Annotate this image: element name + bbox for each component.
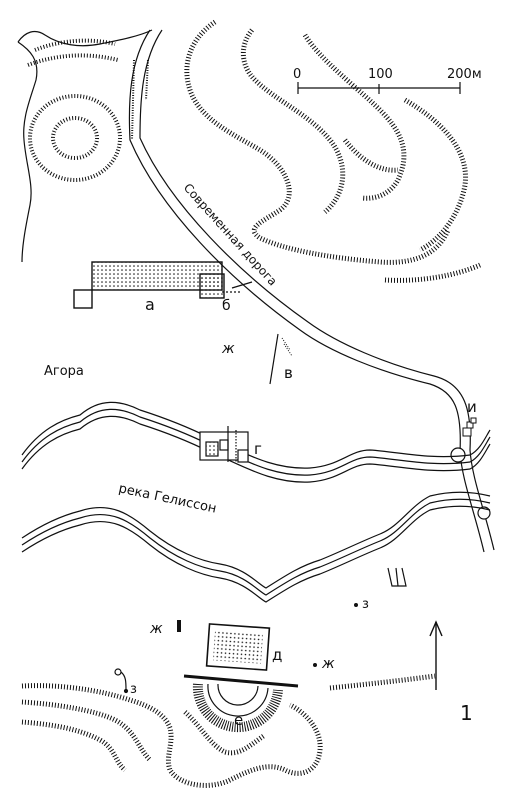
temple-d — [205, 623, 271, 671]
label-i: и — [467, 398, 477, 416]
hill-top-left — [27, 38, 122, 182]
label-b: б — [222, 298, 231, 314]
marker-zh-left — [177, 620, 181, 632]
scale-tick-100: 100 — [368, 67, 393, 82]
dock-structure — [387, 567, 407, 587]
scale-tick-0: 0 — [293, 67, 301, 82]
north-arrow-icon — [429, 620, 443, 690]
scale-tick-200: 200м — [447, 67, 482, 82]
theatre-e — [183, 674, 299, 733]
figure-number: 1 — [460, 701, 473, 725]
road-junction-lower — [477, 506, 491, 520]
road-junction — [450, 447, 466, 463]
agora-label: Агора — [44, 364, 84, 379]
hill-bottom — [21, 673, 436, 788]
building-a — [73, 261, 225, 309]
structure-b — [222, 281, 253, 293]
point-z-left — [114, 668, 129, 694]
creek-line — [17, 41, 38, 263]
scale-bar — [297, 82, 461, 94]
structure-v — [269, 333, 293, 385]
point-zh-right — [313, 663, 317, 667]
label-a: а — [145, 295, 155, 314]
river-lower-bank — [21, 491, 491, 603]
label-g: г — [254, 440, 262, 458]
label-zh-left: ж — [149, 621, 163, 637]
label-zh-right: ж — [321, 656, 335, 672]
label-e: е — [234, 711, 243, 729]
road-embankment — [131, 59, 149, 141]
label-z-right: з — [362, 597, 369, 612]
hill-top-right — [184, 19, 482, 283]
river-upper-bank — [21, 401, 491, 483]
label-z-left: з — [130, 682, 137, 697]
label-d: д — [272, 646, 282, 664]
structure-i — [462, 417, 477, 437]
point-z-right — [354, 603, 358, 607]
modern-road — [128, 29, 495, 553]
river-label: река Гелиссон — [117, 481, 218, 516]
creek-line-top — [17, 29, 153, 47]
label-v: в — [284, 364, 293, 382]
building-g — [199, 426, 249, 463]
label-zh-upper: ж — [221, 341, 235, 357]
